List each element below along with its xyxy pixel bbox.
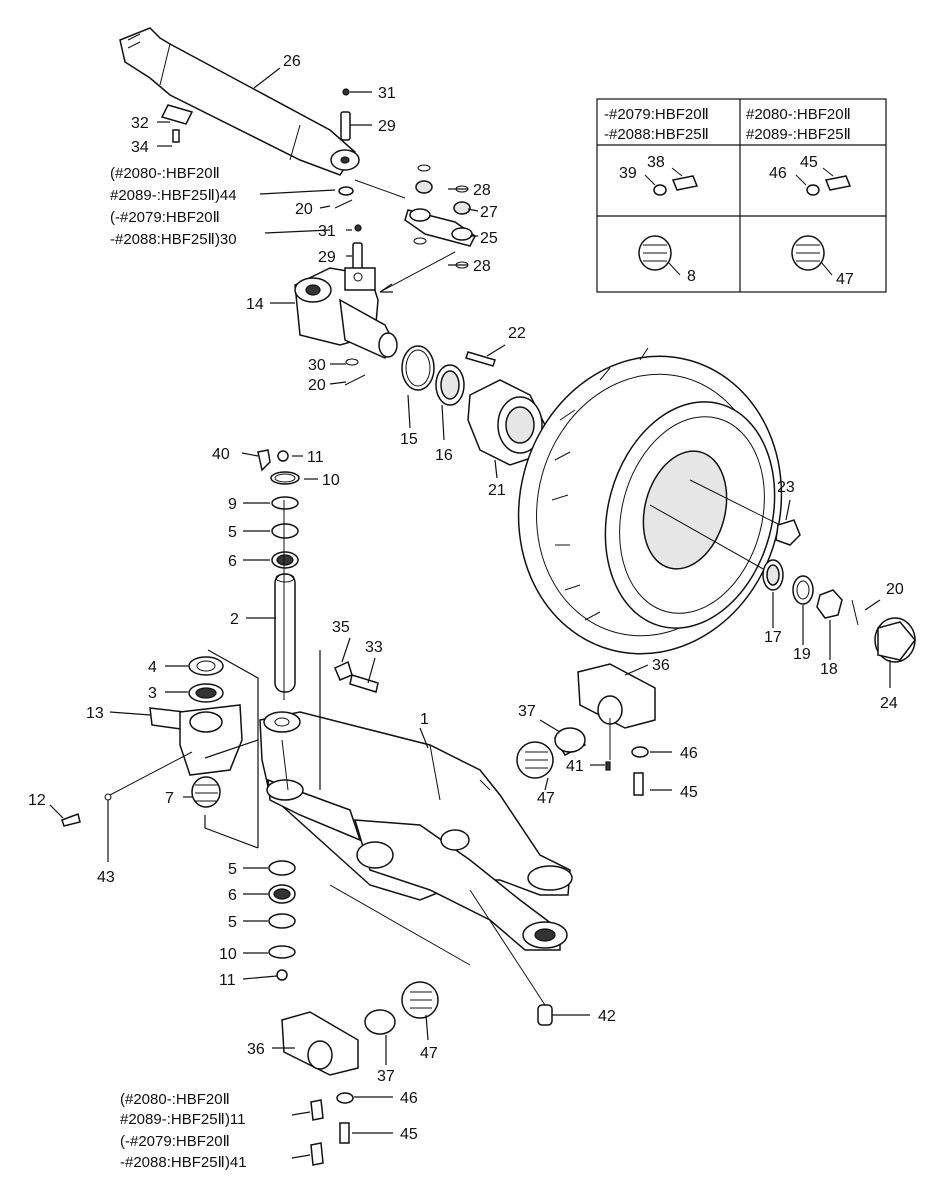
bolt-33 [334, 660, 379, 693]
variant-notes-bottom: (#2080-:HBF20Ⅱ #2089-:HBF25Ⅱ)11 (-#2079:… [120, 1091, 247, 1171]
part-label-21: 21 [488, 482, 506, 499]
part-label-12: 12 [28, 792, 46, 809]
axle-beam [259, 711, 573, 951]
part-label-45-top: 45 [680, 784, 698, 801]
table-col2-line1: #2080-:HBF20Ⅱ [746, 106, 851, 123]
part-label-34: 34 [131, 139, 149, 156]
part-label-41: 41 [566, 758, 584, 775]
part-label-20: 20 [886, 581, 904, 598]
part-label-16: 16 [435, 447, 453, 464]
steering-knuckle [294, 267, 398, 386]
part-label-45-bottom: 45 [400, 1126, 418, 1143]
part-label-20-top: 20 [295, 201, 313, 218]
bottom-note-2: #2089-:HBF25Ⅱ)11 [120, 1111, 246, 1128]
leader-lines [49, 67, 891, 1159]
table-col2-line2: #2089-:HBF25Ⅱ [746, 126, 851, 143]
part-label-25: 25 [480, 230, 498, 247]
part-label-47-top: 47 [537, 790, 555, 807]
part-label-20-mid: 20 [308, 377, 326, 394]
part-label-2: 2 [230, 611, 239, 628]
part-label-36-bottom: 36 [247, 1041, 265, 1058]
part-label-1: 1 [420, 711, 429, 728]
part-label-33: 33 [365, 639, 383, 656]
part-label-22: 22 [508, 325, 526, 342]
part-label-47-bottom: 47 [420, 1045, 438, 1062]
table-label-38: 38 [647, 154, 665, 171]
table-label-8: 8 [687, 268, 696, 285]
part-label-32: 32 [131, 115, 149, 132]
steering-link [354, 164, 476, 293]
part-label-24: 24 [880, 695, 898, 712]
rear-mount-left [281, 884, 471, 1166]
table-label-46: 46 [769, 165, 787, 182]
part-label-29: 29 [318, 249, 336, 266]
variant-table: -#2079:HBF20Ⅱ -#2088:HBF25Ⅱ #2080-:HBF20… [596, 98, 887, 293]
king-pin-stack [257, 449, 300, 700]
part-labels: 26 31 29 32 34 28 20 27 31 25 29 28 14 2… [28, 53, 904, 1143]
part-label-5-bottom: 5 [228, 914, 237, 931]
table-label-47: 47 [836, 271, 854, 288]
top-note-1: (#2080-:HBF20Ⅱ [110, 165, 220, 182]
part-label-10-bottom: 10 [219, 946, 237, 963]
part-label-40: 40 [212, 446, 230, 463]
part-label-5-top: 5 [228, 524, 237, 541]
part-label-31: 31 [318, 223, 336, 240]
part-label-4: 4 [148, 659, 157, 676]
table-col1-line1: -#2079:HBF20Ⅱ [604, 106, 709, 123]
steering-cylinder [119, 27, 360, 176]
bottom-note-3: (-#2079:HBF20Ⅱ [120, 1133, 230, 1150]
top-note-3: (-#2079:HBF20Ⅱ [110, 209, 220, 226]
table-label-45: 45 [800, 154, 818, 171]
part-label-36-top: 36 [652, 657, 670, 674]
top-note-4: -#2088:HBF25Ⅱ)30 [110, 231, 237, 248]
part-label-23: 23 [777, 479, 795, 496]
part-label-26: 26 [283, 53, 301, 70]
part-label-11-bottom: 11 [219, 972, 236, 989]
rear-mount-right [516, 663, 656, 796]
part-label-9: 9 [228, 496, 237, 513]
part-label-14: 14 [246, 296, 264, 313]
part-label-31-top: 31 [378, 85, 396, 102]
part-label-6-bottom: 6 [228, 887, 237, 904]
part-label-28: 28 [473, 258, 491, 275]
grease-fitting-42 [469, 889, 553, 1026]
part-label-28-top: 28 [473, 182, 491, 199]
part-label-43: 43 [97, 869, 115, 886]
bottom-note-4: -#2088:HBF25Ⅱ)41 [120, 1154, 247, 1171]
lower-bearing-stack [268, 860, 296, 981]
top-note-2: #2089-:HBF25Ⅱ)44 [110, 187, 237, 204]
king-pin-parts-top [334, 88, 363, 270]
part-label-7: 7 [165, 790, 174, 807]
part-label-37-bottom: 37 [377, 1068, 395, 1085]
part-label-37-top: 37 [518, 703, 536, 720]
part-label-15: 15 [400, 431, 418, 448]
part-label-46-top: 46 [680, 745, 698, 762]
table-label-39: 39 [619, 165, 637, 182]
part-label-27: 27 [480, 204, 498, 221]
left-knuckle [61, 656, 243, 827]
part-label-29-top: 29 [378, 118, 396, 135]
table-col1-line2: -#2088:HBF25Ⅱ [604, 126, 709, 143]
part-label-30: 30 [308, 357, 326, 374]
part-label-42: 42 [598, 1008, 616, 1025]
wheel-hub-assembly [401, 345, 546, 466]
part-label-18: 18 [820, 661, 838, 678]
bottom-note-1: (#2080-:HBF20Ⅱ [120, 1091, 230, 1108]
variant-notes-top: (#2080-:HBF20Ⅱ #2089-:HBF25Ⅱ)44 (-#2079:… [110, 165, 237, 248]
part-label-10-top: 10 [322, 472, 340, 489]
part-label-17: 17 [764, 629, 782, 646]
part-label-11-top: 11 [307, 449, 324, 466]
part-label-35: 35 [332, 619, 350, 636]
part-label-3: 3 [148, 685, 157, 702]
part-label-13: 13 [86, 705, 104, 722]
part-label-6-top: 6 [228, 553, 237, 570]
wheel-fasteners [649, 479, 916, 663]
part-label-5-mid: 5 [228, 861, 237, 878]
part-label-46-bottom: 46 [400, 1090, 418, 1107]
part-label-19: 19 [793, 646, 811, 663]
